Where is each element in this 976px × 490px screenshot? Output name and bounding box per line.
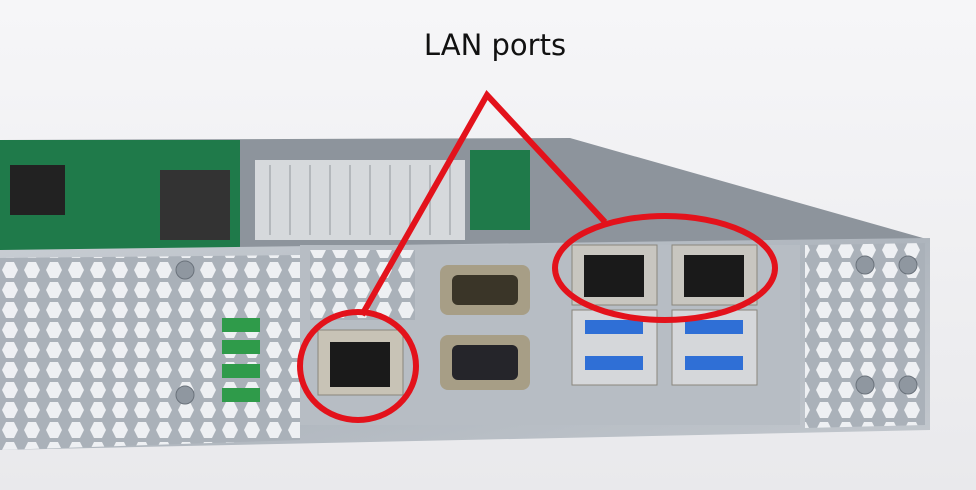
motherboard — [0, 138, 930, 260]
callout-lines — [359, 89, 608, 317]
serial-port — [440, 265, 530, 315]
vga-port — [440, 335, 530, 390]
annotation-callout — [297, 89, 778, 423]
annotation-label: LAN ports — [423, 28, 567, 62]
usb-ports — [571, 309, 758, 386]
management-lan-port — [317, 329, 404, 396]
lan-port-2 — [671, 244, 758, 306]
highlight-ellipse-right — [552, 213, 778, 323]
lan-port-1 — [571, 244, 658, 306]
highlight-ellipse-left — [297, 309, 419, 423]
